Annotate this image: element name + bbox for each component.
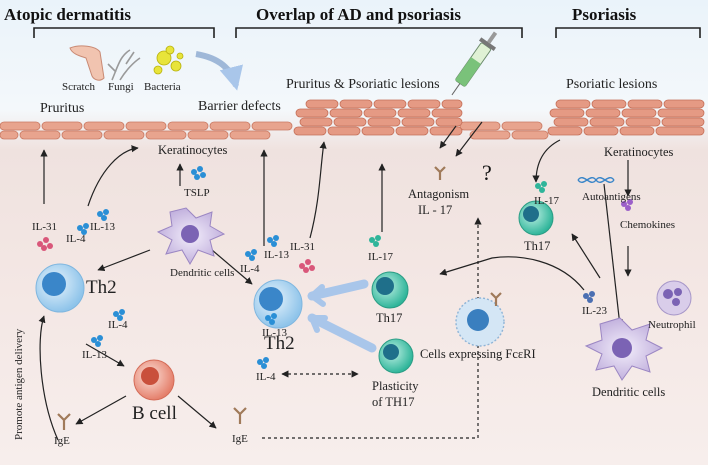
dna-icon [577,177,615,183]
label-psoriatic-lesions: Psoriatic lesions [566,77,658,92]
antagonism-arrow [455,121,483,157]
cytokine-il13-center: IL-13 [264,249,290,261]
cytokine-il13-b: IL-13 [82,349,108,361]
fcer-cell [455,297,505,347]
antibody-icon [57,166,502,430]
th17-cell-right [518,200,554,236]
syringe-icon [451,31,498,96]
b-cell [133,359,175,401]
header-bracket-overlap [235,27,523,38]
header-atopic: Atopic dermatitis [4,5,132,24]
neutrophil [656,280,692,316]
cytokine-il31-left: IL-31 [32,221,58,233]
label-neutrophil: Neutrophil [648,319,696,331]
label-th2-left: Th2 [86,277,117,298]
psoriatic-plaque-center [293,99,463,136]
label-il17-antagonism: IL - 17 [418,203,453,217]
cytokine-il17-right: IL-17 [534,195,560,207]
label-antagonism: Antagonism [408,187,470,201]
cytokine-il23-right: IL-23 [582,305,608,317]
label-barrier-defects: Barrier defects [198,99,281,114]
label-keratinocytes-right: Keratinocytes [604,145,674,159]
cytokine-il4-b: IL-4 [108,319,128,331]
label-question: ? [482,160,492,185]
label-chemokines: Chemokines [620,219,675,231]
cytokine-il31-center: IL-31 [290,241,316,253]
trigger-scratch: Scratch [62,81,95,93]
arrows-main [38,125,632,441]
label-th17-center: Th17 [376,311,403,325]
label-of-th17: of TH17 [372,395,415,409]
label-ige-left: IgE [54,435,70,447]
arrows-dashed [262,217,482,439]
label-pruritus: Pruritus [40,101,85,116]
trigger-bacteria: Bacteria [144,81,181,93]
cytokine-il13-left: IL-13 [90,221,116,233]
trigger-fungi: Fungi [108,81,134,93]
label-fcer-cells: Cells expressing FcεRI [420,347,536,361]
trigger-arrow [195,51,243,91]
header-bracket-psoriasis [555,27,701,38]
label-b-cell: B cell [132,403,177,424]
cytokine-il13-th2: IL-13 [262,327,288,339]
skin-layer [0,121,549,140]
cytokine-il4-left: IL-4 [66,233,86,245]
label-tslp: TSLP [184,187,210,199]
header-psoriasis: Psoriasis [572,5,637,24]
plasticity-arrows [307,279,377,353]
header-bracket-atopic [33,27,215,38]
label-autoantigens: Autoantigens [582,191,641,203]
label-promote-antigen: Promote antigen delivery [13,328,25,440]
label-pruritus-lesions: Pruritus & Psoriatic lesions [286,77,440,92]
dendritic-cell-left [156,207,226,266]
dendritic-cell-right [584,317,664,381]
header-overlap: Overlap of AD and psoriasis [256,5,461,24]
label-dendritic-left: Dendritic cells [170,267,235,279]
cytokine-il17-center: IL-17 [368,251,394,263]
fungi-icon [107,49,141,81]
th2-cell-center [253,279,303,329]
cytokine-clusters [37,166,633,369]
label-plasticity: Plasticity [372,379,419,393]
label-ige-center: IgE [232,433,248,445]
scratch-icon [69,45,105,81]
label-dendritic-right: Dendritic cells [592,385,666,399]
bacteria-icon [153,45,184,75]
label-th2-center: Th2 [264,333,295,354]
cytokine-il4-center: IL-4 [240,263,260,275]
cytokine-il4-th2: IL-4 [256,371,276,383]
label-keratinocytes-left: Keratinocytes [158,143,228,157]
label-th17-right: Th17 [524,239,551,253]
th17-cell-center [371,271,409,309]
th2-cell-left [35,263,85,313]
psoriatic-plaque-right [547,99,705,136]
th17-cell-plasticity [378,338,414,374]
